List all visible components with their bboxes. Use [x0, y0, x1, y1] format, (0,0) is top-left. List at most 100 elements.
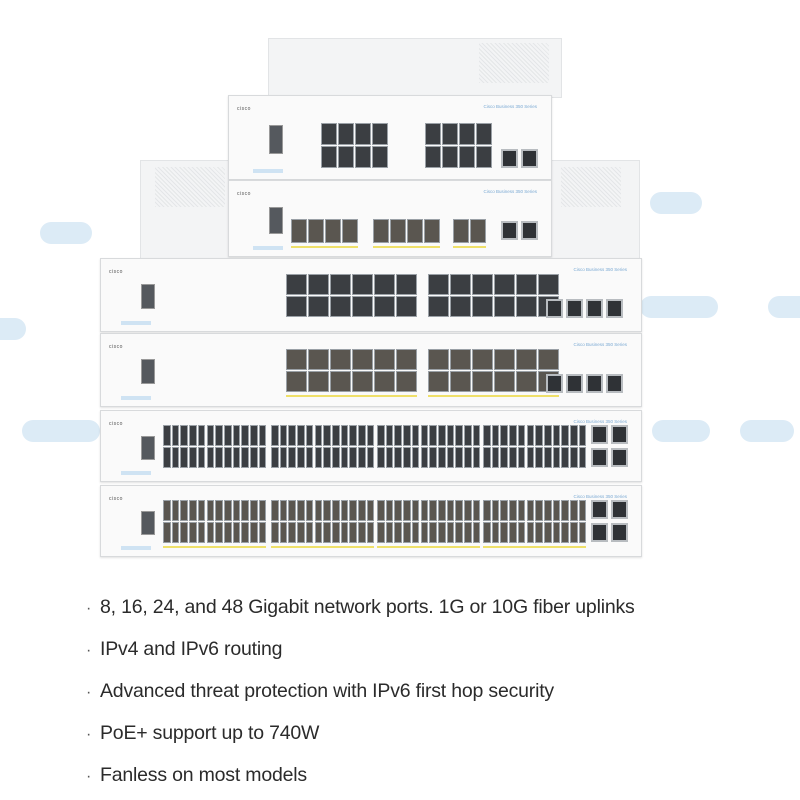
- ethernet-port: [206, 425, 215, 446]
- sfp-uplink-port: [591, 500, 608, 519]
- sfp-uplink-port: [611, 523, 628, 542]
- ethernet-port: [271, 425, 279, 446]
- series-label: Cisco Business 350 Series: [483, 104, 537, 109]
- ethernet-port: [509, 425, 517, 446]
- ethernet-port: [561, 522, 569, 543]
- ethernet-port: [291, 219, 307, 243]
- poe-indicator: [163, 546, 267, 548]
- decor-pill: [652, 420, 710, 442]
- ethernet-port: [305, 500, 314, 521]
- ethernet-port: [279, 500, 288, 521]
- ethernet-port: [223, 522, 232, 543]
- ethernet-port: [189, 522, 197, 543]
- cisco-logo: cisco: [109, 496, 123, 502]
- console-port: [141, 359, 155, 385]
- cisco-logo: cisco: [237, 106, 251, 112]
- ethernet-port: [517, 522, 526, 543]
- ethernet-port: [308, 219, 324, 243]
- ethernet-port: [308, 296, 329, 317]
- ethernet-port: [180, 447, 189, 468]
- ethernet-port: [446, 522, 455, 543]
- ethernet-port: [543, 500, 552, 521]
- ethernet-port: [358, 522, 366, 543]
- ethernet-port: [491, 425, 500, 446]
- ethernet-port: [411, 522, 420, 543]
- ethernet-port: [394, 425, 403, 446]
- ethernet-port: [288, 447, 297, 468]
- decor-pill: [768, 296, 800, 318]
- ethernet-port: [396, 349, 417, 370]
- label-strip: [253, 169, 283, 173]
- console-port: [269, 125, 283, 155]
- ethernet-port: [394, 522, 403, 543]
- ethernet-port: [455, 425, 463, 446]
- ethernet-port: [223, 425, 232, 446]
- ethernet-port: [411, 500, 420, 521]
- decor-pill: [22, 420, 100, 442]
- ethernet-port: [163, 522, 171, 543]
- ethernet-port: [366, 425, 375, 446]
- ethernet-port: [453, 219, 469, 243]
- ethernet-port: [396, 274, 417, 295]
- feature-text: 8, 16, 24, and 48 Gigabit network ports.…: [100, 596, 635, 618]
- ethernet-port: [494, 371, 515, 392]
- ethernet-port: [215, 447, 223, 468]
- ethernet-port: [349, 425, 357, 446]
- ethernet-port: [472, 425, 481, 446]
- cisco-logo: cisco: [109, 344, 123, 350]
- ethernet-port: [358, 500, 366, 521]
- ethernet-port: [171, 522, 180, 543]
- ethernet-port: [491, 522, 500, 543]
- ethernet-port: [171, 425, 180, 446]
- ethernet-port: [578, 425, 587, 446]
- ethernet-port: [286, 274, 307, 295]
- ethernet-port: [288, 500, 297, 521]
- ethernet-port: [385, 522, 394, 543]
- ethernet-port: [286, 371, 307, 392]
- ethernet-port: [516, 296, 537, 317]
- ethernet-port: [314, 500, 323, 521]
- ethernet-port: [538, 349, 559, 370]
- ethernet-port: [442, 123, 458, 145]
- ethernet-port: [241, 500, 249, 521]
- sfp-uplink-port: [521, 221, 538, 240]
- ethernet-port: [340, 447, 349, 468]
- poe-indicator: [286, 395, 417, 397]
- ethernet-port: [250, 447, 258, 468]
- feature-text: PoE+ support up to 740W: [100, 722, 320, 744]
- ethernet-port: [374, 371, 395, 392]
- ethernet-port: [297, 522, 305, 543]
- cisco-logo: cisco: [109, 421, 123, 427]
- ethernet-port: [483, 447, 491, 468]
- feature-item: ·8, 16, 24, and 48 Gigabit network ports…: [86, 596, 635, 618]
- ethernet-port: [578, 447, 587, 468]
- ethernet-port: [516, 349, 537, 370]
- ethernet-port: [258, 522, 267, 543]
- ethernet-port: [330, 296, 351, 317]
- ethernet-port: [250, 425, 258, 446]
- ethernet-port: [279, 522, 288, 543]
- ethernet-port: [411, 425, 420, 446]
- ethernet-port: [286, 296, 307, 317]
- decor-pill: [650, 192, 702, 214]
- ethernet-port: [340, 500, 349, 521]
- ethernet-port: [543, 447, 552, 468]
- ethernet-port: [331, 447, 340, 468]
- ethernet-port: [366, 447, 375, 468]
- ethernet-port: [464, 425, 472, 446]
- ethernet-port: [338, 123, 354, 145]
- ethernet-port: [352, 274, 373, 295]
- ethernet-port: [180, 522, 189, 543]
- ethernet-port: [526, 447, 535, 468]
- ethernet-port: [483, 500, 491, 521]
- ethernet-port: [232, 425, 241, 446]
- ethernet-port: [472, 296, 493, 317]
- sfp-uplink-port: [501, 221, 518, 240]
- ethernet-port: [314, 425, 323, 446]
- ethernet-port: [241, 522, 249, 543]
- ethernet-port: [476, 123, 492, 145]
- ethernet-port: [420, 522, 429, 543]
- label-strip: [121, 471, 151, 475]
